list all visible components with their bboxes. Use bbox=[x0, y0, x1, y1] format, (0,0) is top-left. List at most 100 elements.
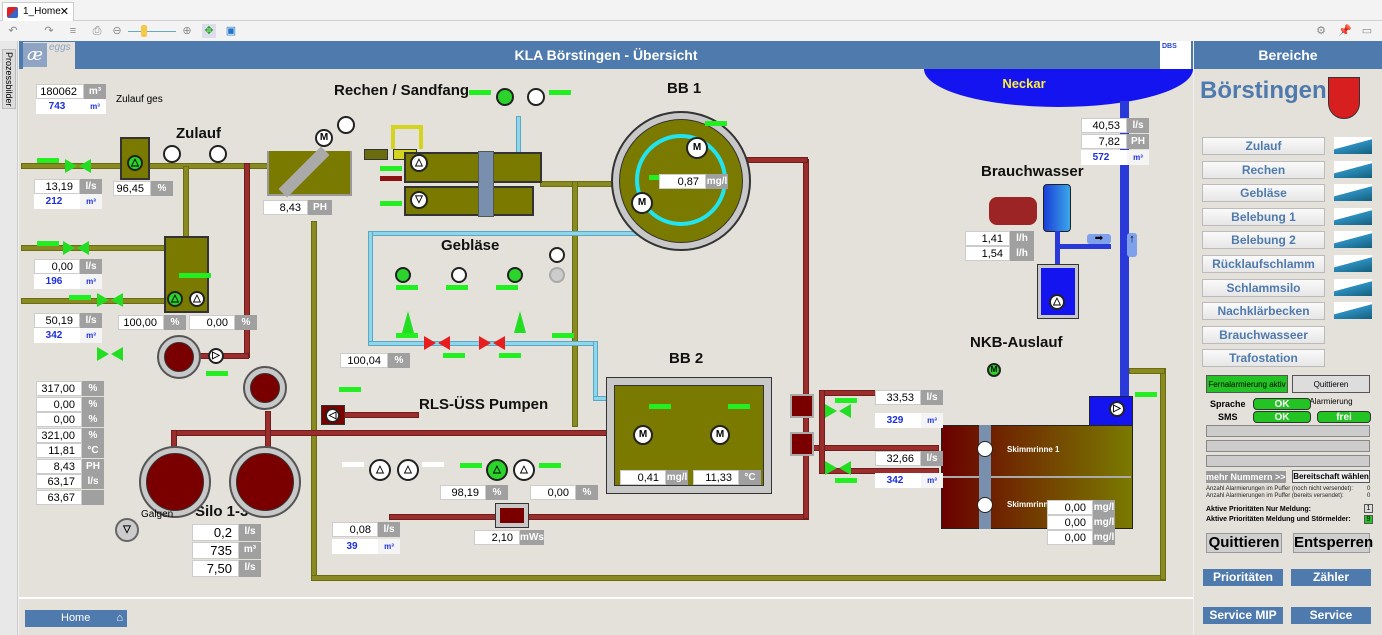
nkb-skim-2[interactable] bbox=[977, 497, 993, 513]
sensor-icon[interactable] bbox=[549, 247, 565, 263]
trend-chart-icon[interactable] bbox=[1334, 207, 1372, 225]
window-icon[interactable]: ▭ bbox=[1361, 25, 1373, 37]
valve-inlet-1[interactable] bbox=[65, 159, 91, 173]
pump-b-icon[interactable]: △ bbox=[189, 291, 205, 307]
blower-2[interactable] bbox=[451, 267, 467, 283]
silo-pump-icon[interactable]: ▷ bbox=[208, 348, 224, 364]
pump-b-value: 0,00% bbox=[189, 315, 257, 330]
area-button[interactable]: Trafostation bbox=[1202, 349, 1325, 368]
pipe-olive-vert bbox=[572, 181, 578, 427]
valve-inlet-2[interactable] bbox=[63, 241, 89, 255]
fernalarmierung-button[interactable]: Fernalarmierung aktiv bbox=[1206, 375, 1288, 393]
air-valve-2[interactable] bbox=[479, 336, 505, 350]
zoom-slider-thumb[interactable] bbox=[141, 25, 147, 37]
blower-rechen-1[interactable] bbox=[496, 88, 514, 106]
align-icon[interactable]: ≡ bbox=[69, 25, 77, 37]
trend-chart-icon[interactable] bbox=[1334, 231, 1372, 249]
pin-icon[interactable]: 📌 bbox=[1338, 25, 1352, 37]
auto-badge bbox=[37, 158, 59, 163]
air-valve-1[interactable] bbox=[424, 336, 450, 350]
sandfang-pump-up[interactable]: △ bbox=[410, 154, 428, 172]
area-button[interactable]: Zulauf bbox=[1202, 137, 1325, 155]
uess-pump-2[interactable]: △ bbox=[513, 459, 535, 481]
zaehler-button[interactable]: Zähler bbox=[1291, 569, 1371, 586]
pipe-red-bottom bbox=[389, 514, 809, 520]
area-button[interactable]: Schlammsilo bbox=[1202, 278, 1325, 297]
pump-a-icon[interactable]: △ bbox=[167, 291, 183, 307]
trend-chart-icon[interactable] bbox=[1334, 302, 1372, 320]
trend-chart-icon[interactable] bbox=[1334, 137, 1372, 154]
entsperren-button[interactable]: Entsperren bbox=[1293, 533, 1374, 553]
bb2-motor-1[interactable]: M bbox=[633, 425, 653, 445]
galgen-icon[interactable]: ▽ bbox=[115, 518, 139, 542]
blower-valve-3[interactable] bbox=[514, 311, 526, 333]
area-button[interactable]: Rechen bbox=[1202, 160, 1325, 179]
area-button[interactable]: Nachklärbecken bbox=[1202, 302, 1325, 321]
rls-pump-1[interactable]: △ bbox=[369, 459, 391, 481]
tab-1-home[interactable]: 1_Home✕ bbox=[2, 2, 74, 22]
service-button[interactable]: Service bbox=[1291, 607, 1371, 624]
bb2-motor-2[interactable]: M bbox=[710, 425, 730, 445]
trend-chart-icon[interactable] bbox=[1334, 184, 1372, 202]
uess-pump-1[interactable]: △ bbox=[486, 459, 508, 481]
trend-chart-icon[interactable] bbox=[1334, 278, 1372, 296]
service-mip-button[interactable]: Service MIP bbox=[1203, 607, 1283, 624]
valve-nkb-2[interactable] bbox=[825, 461, 851, 475]
valve-nkb-1[interactable] bbox=[825, 404, 851, 418]
manual-badge bbox=[342, 462, 364, 467]
nkb-outlet-pump[interactable]: ▷ bbox=[1109, 401, 1125, 417]
area-button[interactable]: Rücklaufschlamm bbox=[1202, 255, 1325, 273]
present-icon[interactable]: ▣ bbox=[225, 25, 237, 37]
tab-prozessbilder[interactable]: Prozessbilder bbox=[2, 49, 16, 109]
trend-chart-icon[interactable] bbox=[1334, 255, 1372, 272]
zoom-out-icon[interactable]: ⊖ bbox=[112, 25, 122, 37]
valve-bypass[interactable] bbox=[97, 347, 123, 361]
valve-inlet-3[interactable] bbox=[97, 293, 123, 307]
sandfang-pump-down[interactable]: ▽ bbox=[410, 191, 428, 209]
home-button[interactable]: Home⌂ bbox=[25, 610, 127, 627]
bereitschaft-button[interactable]: Bereitschaft wählen bbox=[1292, 470, 1370, 483]
rls-pump-2[interactable]: △ bbox=[397, 459, 419, 481]
mehr-nummern-button[interactable]: mehr Nummern >> bbox=[1206, 471, 1286, 483]
area-button[interactable]: Belebung 2 bbox=[1202, 231, 1325, 250]
blower-valve-1[interactable] bbox=[402, 311, 414, 333]
rechen-motor[interactable]: M bbox=[315, 129, 333, 147]
area-button[interactable]: Gebläse bbox=[1202, 184, 1325, 203]
redo-icon[interactable]: ↷ bbox=[44, 25, 54, 37]
settings-icon[interactable]: ⚙ bbox=[1316, 25, 1326, 37]
auto-badge bbox=[396, 285, 418, 290]
pan-icon[interactable]: ✥ bbox=[202, 24, 216, 38]
trend-chart-icon[interactable] bbox=[1334, 160, 1372, 178]
area-button[interactable]: Belebung 1 bbox=[1202, 207, 1325, 226]
arrow-right-icon: ➡ bbox=[1087, 234, 1111, 244]
sensor-icon[interactable] bbox=[163, 145, 181, 163]
nkb-skim-1[interactable] bbox=[977, 441, 993, 457]
number-slot[interactable] bbox=[1206, 440, 1370, 452]
side-panel: Prozessbilder bbox=[0, 41, 18, 635]
rls-pump-icon[interactable]: ◁ bbox=[325, 408, 340, 423]
number-slot[interactable] bbox=[1206, 425, 1370, 437]
sensor-icon[interactable] bbox=[337, 116, 355, 134]
fan-icon[interactable] bbox=[549, 267, 565, 283]
blower-1[interactable] bbox=[395, 267, 411, 283]
quittieren-alarm-button[interactable]: Quittieren Alarmierung bbox=[1292, 375, 1370, 406]
print-icon[interactable]: ⎙ bbox=[92, 25, 102, 37]
prioritaeten-button[interactable]: Prioritäten bbox=[1203, 569, 1283, 586]
number-slot[interactable] bbox=[1206, 455, 1370, 467]
zoom-slider[interactable] bbox=[128, 31, 176, 32]
sensor-icon[interactable] bbox=[209, 145, 227, 163]
quittieren-button[interactable]: Quittieren bbox=[1206, 533, 1282, 553]
brauchwasser-pump[interactable]: △ bbox=[1049, 294, 1065, 310]
bb1-motor-1[interactable]: M bbox=[686, 137, 708, 159]
undo-icon[interactable]: ↶ bbox=[8, 25, 18, 37]
blower-rechen-2[interactable] bbox=[527, 88, 545, 106]
area-button[interactable]: Brauchwasseer bbox=[1202, 325, 1325, 344]
zulauf-pump-icon[interactable]: △ bbox=[127, 155, 143, 171]
zoom-in-icon[interactable]: ⊕ bbox=[182, 25, 192, 37]
left-value-row: 0,00% bbox=[36, 412, 104, 427]
bb1-motor-2[interactable]: M bbox=[631, 192, 653, 214]
close-icon[interactable]: ✕ bbox=[59, 6, 69, 18]
blower-3[interactable] bbox=[507, 267, 523, 283]
nkb-motor-top[interactable]: M bbox=[987, 363, 1001, 377]
